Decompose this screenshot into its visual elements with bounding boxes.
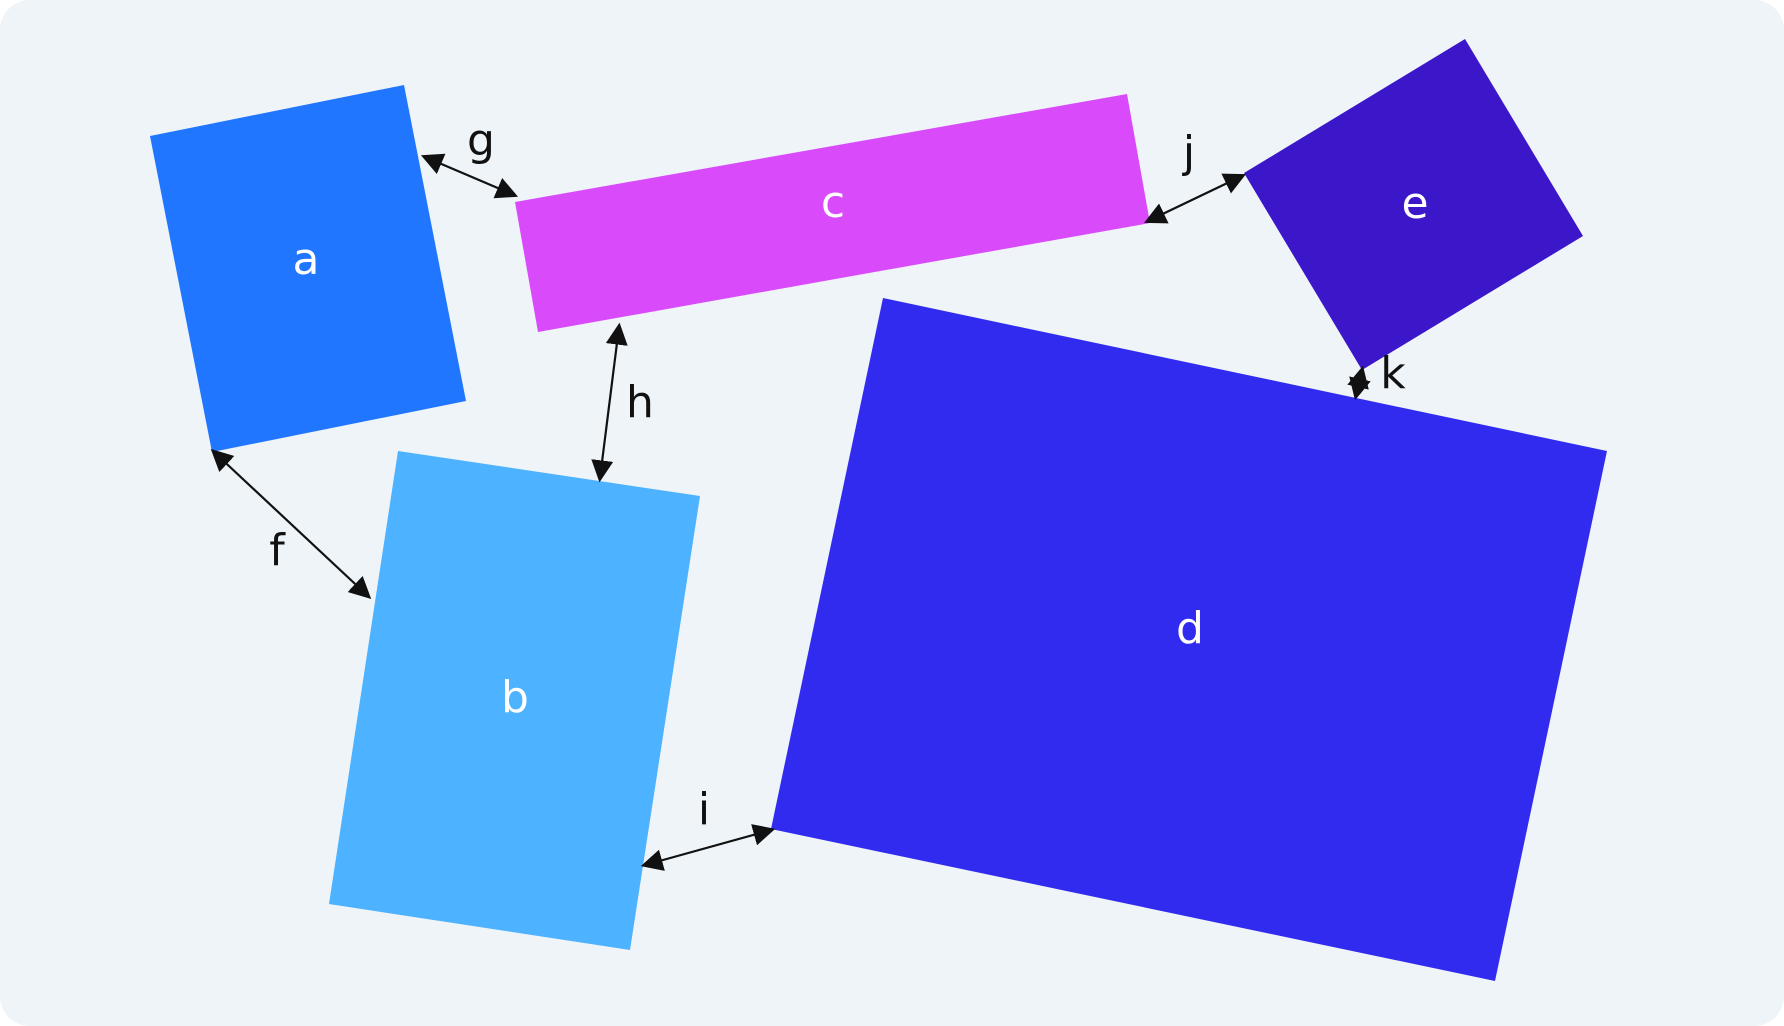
label-e: e	[1401, 178, 1428, 229]
shape-c	[515, 94, 1150, 332]
label-a: a	[293, 234, 320, 285]
gap-i-arrow	[640, 824, 776, 871]
gap-f-arrow	[210, 448, 372, 600]
gap-k-arrow	[1347, 365, 1371, 401]
label-d: d	[1176, 603, 1204, 654]
shape-a	[150, 85, 466, 452]
gap-label-f: f	[269, 525, 286, 576]
gap-label-i: i	[698, 784, 710, 835]
shape-b	[329, 451, 700, 950]
gap-label-g: g	[467, 115, 495, 166]
gap-label-k: k	[1380, 348, 1406, 399]
gap-j-arrow	[1144, 173, 1246, 224]
label-c: c	[821, 177, 845, 228]
label-b: b	[501, 672, 529, 723]
gap-h-arrow	[591, 322, 628, 483]
shape-d	[771, 298, 1607, 981]
gap-g-arrow	[420, 153, 519, 199]
shape-e	[1244, 39, 1583, 370]
gap-label-j: j	[1182, 127, 1195, 178]
gap-label-h: h	[626, 377, 654, 428]
